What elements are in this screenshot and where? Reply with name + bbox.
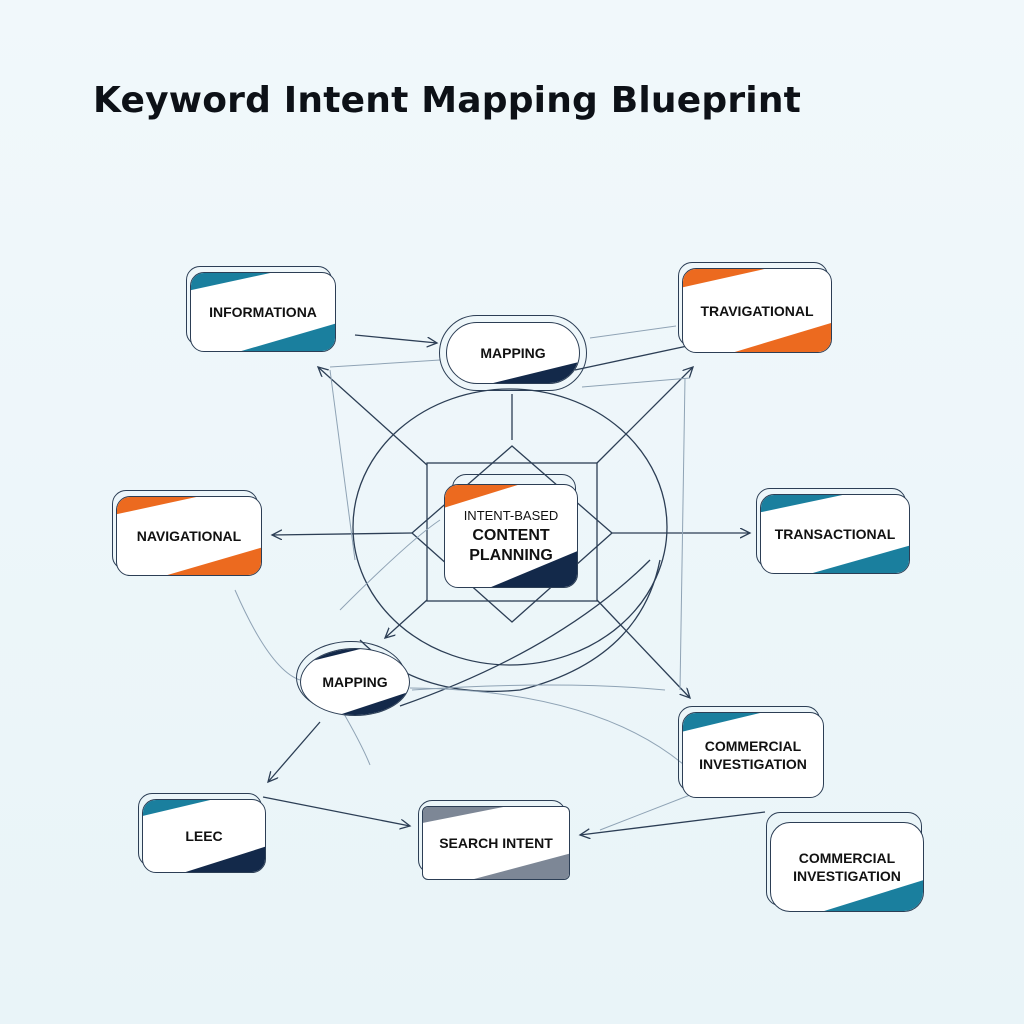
node-leec[interactable]: LEEC — [138, 793, 266, 873]
arrow-leec-to-search-intent — [262, 796, 410, 826]
node-transactional[interactable]: TRANSACTIONAL — [756, 488, 910, 574]
center-label-line1: INTENT-BASED — [463, 508, 559, 523]
hub-square — [426, 462, 598, 602]
node-search-intent[interactable]: SEARCH INTENT — [418, 800, 570, 880]
arrow-commercial-to-search-intent — [580, 811, 766, 835]
label-line1: COMMERCIAL — [704, 738, 802, 754]
center-label-line3: PLANNING — [469, 547, 553, 564]
node-label: TRANSACTIONAL — [774, 526, 896, 542]
node-navigational[interactable]: NAVIGATIONAL — [112, 490, 262, 576]
arrow-hub-to-informational — [318, 367, 428, 466]
diagram-title: Keyword Intent Mapping Blueprint — [93, 80, 802, 121]
node-mapping-top[interactable]: MAPPING — [439, 315, 587, 391]
node-label: NAVIGATIONAL — [136, 528, 242, 544]
arrow-hub-to-travigational — [596, 367, 693, 464]
label-line1: COMMERCIAL — [798, 850, 896, 866]
node-label: TRAVIGATIONAL — [700, 302, 814, 319]
center-label-line2: CONTENT — [472, 527, 550, 544]
line-mapping-to-travigational — [574, 344, 693, 371]
arrow-hub-to-navigational — [272, 533, 413, 535]
node-label: MAPPING — [480, 345, 546, 361]
hub-circle — [352, 388, 668, 666]
arrow-mapping-to-leec — [268, 721, 321, 782]
line-mapping-bottom-to-hub — [399, 559, 651, 707]
node-commercial-investigation-1[interactable]: COMMERCIAL INVESTIGATION — [678, 706, 824, 798]
node-mapping-bottom[interactable]: MAPPING — [296, 641, 410, 716]
arrow-informational-to-mapping — [354, 334, 437, 343]
node-informational[interactable]: INFORMATIONA — [186, 266, 336, 352]
node-label: MAPPING — [322, 674, 388, 690]
label-line2: INVESTIGATION — [793, 868, 901, 884]
node-commercial-investigation-2[interactable]: COMMERCIAL INVESTIGATION — [766, 812, 924, 912]
node-label: SEARCH INTENT — [439, 835, 553, 851]
node-intent-based-content-planning[interactable]: INTENT-BASED CONTENT PLANNING — [444, 474, 578, 588]
arrow-hub-to-mapping-bottom — [385, 599, 428, 638]
label-line2: INVESTIGATION — [699, 756, 807, 772]
node-travigational[interactable]: TRAVIGATIONAL — [678, 262, 832, 353]
node-label: LEEC — [185, 828, 223, 844]
arrow-hub-to-commercial — [596, 599, 690, 698]
node-label: INFORMATIONA — [209, 304, 317, 320]
